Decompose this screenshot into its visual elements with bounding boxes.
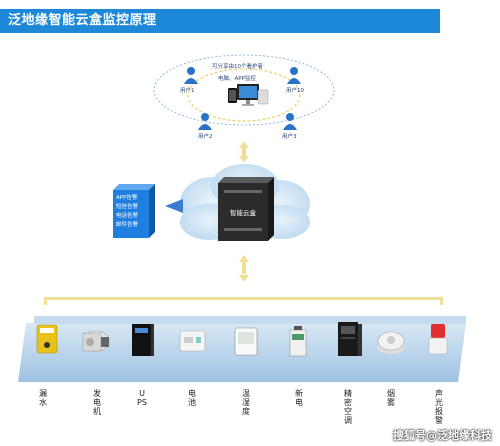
page-title: 泛地缘智能云盒监控原理 [8,13,157,28]
cloud-box-label: 智能云盒 [230,209,256,217]
device-label-ups: UPS [137,389,147,407]
generator-icon [82,330,110,352]
title-bar: 泛地缘智能云盒监控原理 [0,9,440,33]
user-icon-1 [184,67,198,84]
device-label-ac: 精密空调 [344,389,352,425]
device-label-water: 漏水 [39,389,47,407]
device-label-alarm: 声光报警 [435,389,443,425]
user-label-1: 用户1 [180,88,195,94]
arrow-top-cloud [239,141,249,163]
alert-sms: 短信告警 [116,204,139,210]
precision-air-conditioner-icon [338,322,362,356]
share-text: 可分享由10个看护者 [212,64,263,70]
device-label-temp: 温湿度 [242,389,250,416]
device-label-generator: 发电机 [93,389,101,416]
tablet-icon [257,89,269,105]
user-label-2: 用户2 [198,134,213,140]
user-network-ellipse [187,68,301,122]
bus-line [44,297,442,300]
device-label-power: 新电 [295,389,303,407]
smoke-detector-icon [377,331,405,354]
alert-box-3d [113,184,155,238]
alert-phone: 电话告警 [116,213,139,219]
alert-app: APP告警 [116,195,138,201]
arrow-cloud-bus [239,255,249,282]
device-label-smoke: 烟雾 [387,389,395,407]
device-label-battery: 电池 [188,389,196,407]
watermark: 搜狐号@泛地缘科技 [393,429,492,442]
phone-icon [228,88,237,103]
monitor-icon [237,84,259,106]
battery-monitor-icon [179,330,206,352]
user-icon-2 [198,113,212,130]
ups-icon [132,324,154,356]
power-meter-icon [289,326,307,357]
water-leak-sensor-icon [36,324,58,354]
user-label-3: 用户3 [282,134,297,140]
bus-drops [44,297,443,305]
temperature-humidity-sensor-icon [234,327,258,356]
smart-cloud-box-icon [218,177,274,241]
sound-light-alarm-icon [428,324,448,355]
arrow-cloud-alert [165,199,183,213]
share-dashed-ellipse [153,54,335,126]
terminal-text: 电脑、APP监控 [218,76,256,82]
alert-email: 邮件告警 [116,222,139,228]
user-icon-10 [287,67,301,84]
user-icon-3 [283,113,297,130]
user-label-10: 用户10 [286,88,304,94]
alert-box-text: APP告警 短信告警 电话告警 邮件告警 [116,194,138,230]
